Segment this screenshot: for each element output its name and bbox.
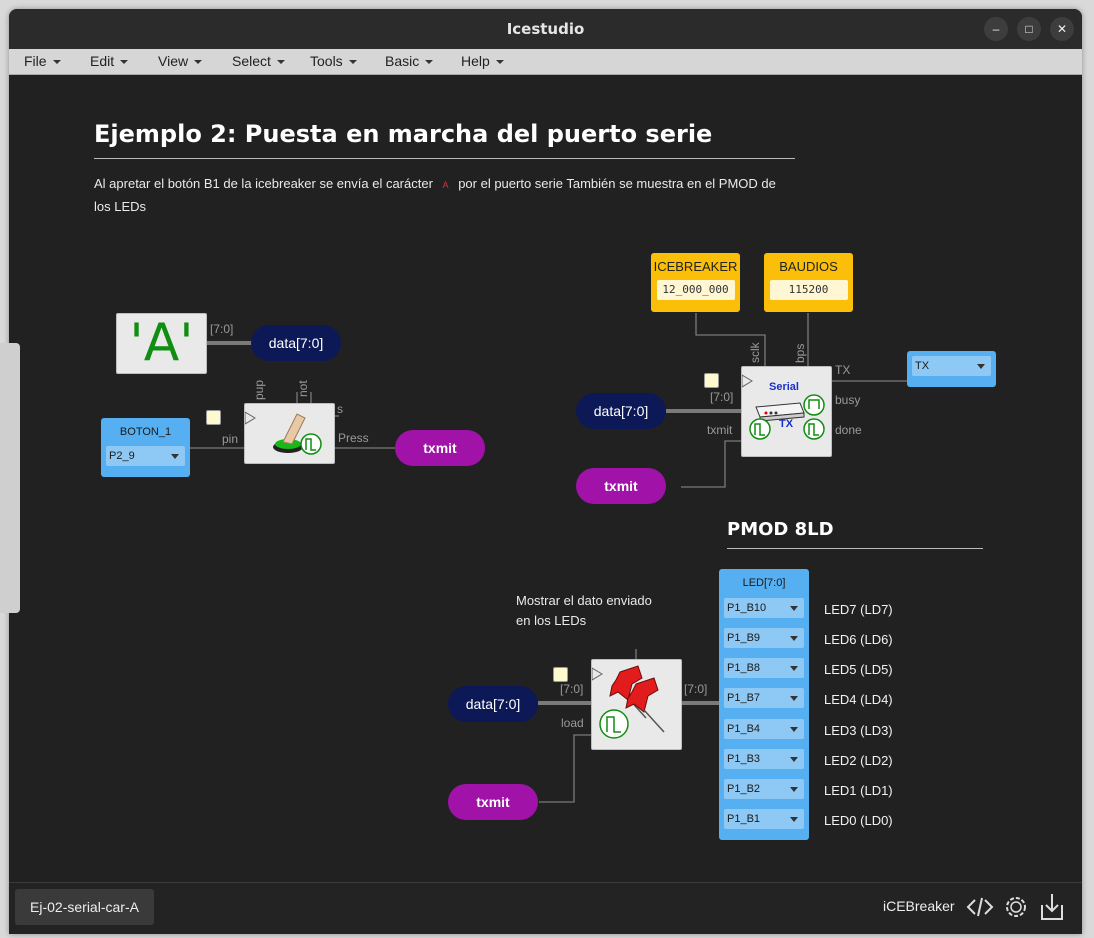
- register-note: Mostrar el dato enviado en los LEDs: [516, 591, 652, 631]
- serial-bus-label: [7:0]: [710, 390, 734, 404]
- serial-sclk-label: sclk: [748, 342, 762, 363]
- register-bus-out-label: [7:0]: [684, 682, 708, 696]
- pmod-underline: [727, 548, 983, 549]
- app-window: Icestudio – □ ✕ File Edit View Select To…: [9, 9, 1082, 934]
- button-block[interactable]: [244, 403, 335, 464]
- serial-bps-label: bps: [793, 343, 807, 363]
- page-title: Ejemplo 2: Puesta en marcha del puerto s…: [94, 120, 713, 148]
- title-underline: [94, 158, 795, 159]
- tx-output-block[interactable]: TX: [907, 351, 996, 387]
- serial-tx-title: TX: [779, 418, 794, 430]
- serial-done-label: done: [835, 423, 862, 437]
- button-pin-label: pin: [222, 432, 239, 446]
- menu-basic[interactable]: Basic: [385, 53, 433, 69]
- button-input-title: BOTON_1: [119, 426, 172, 438]
- menu-file[interactable]: File: [24, 53, 61, 69]
- serial-tx-block[interactable]: Serial TX: [741, 366, 832, 457]
- menu-view[interactable]: View: [158, 53, 202, 69]
- constant-baudios-name: BAUDIOS: [779, 259, 838, 274]
- description: Al apretar el botón B1 de la icebreaker …: [94, 173, 794, 217]
- design-canvas[interactable]: Ejemplo 2: Puesta en marcha del puerto s…: [9, 75, 1082, 882]
- led-label-3: LED3 (LD3): [824, 723, 893, 738]
- side-dock-panel[interactable]: [0, 343, 20, 613]
- button-not-label: not: [296, 380, 310, 397]
- code-icon[interactable]: [966, 893, 994, 921]
- description-line2: los LEDs: [94, 199, 147, 214]
- constant-icebreaker[interactable]: ICEBREAKER 12_000_000: [651, 253, 740, 312]
- pmod-box-title: LED[7:0]: [742, 577, 786, 589]
- maximize-icon[interactable]: □: [1017, 17, 1041, 41]
- led-label-2: LED2 (LD2): [824, 753, 893, 768]
- button-pin-select[interactable]: P2_9: [106, 446, 185, 466]
- description-text: Al apretar el botón B1 de la icebreaker …: [94, 176, 433, 191]
- pushpin-icon: [591, 665, 665, 739]
- menu-bar: File Edit View Select Tools Basic Help: [9, 49, 1082, 75]
- button-pup-label: pup: [252, 379, 266, 400]
- serial-busy-label: busy: [835, 393, 861, 407]
- minimize-icon[interactable]: –: [984, 17, 1008, 41]
- button-icon: [244, 411, 322, 455]
- tx-pin-select[interactable]: TX: [912, 356, 991, 376]
- wires-layer: [187, 313, 907, 803]
- data-label-3[interactable]: data[7:0]: [448, 686, 538, 722]
- txmit-label-2[interactable]: txmit: [576, 468, 666, 504]
- serial-clock-input[interactable]: [704, 373, 719, 388]
- description-text-2: por el puerto serie También se muestra e…: [458, 176, 776, 191]
- close-icon[interactable]: ✕: [1050, 17, 1074, 41]
- board-name[interactable]: iCEBreaker: [883, 898, 955, 914]
- led-label-5: LED5 (LD5): [824, 662, 893, 677]
- data-label-1[interactable]: data[7:0]: [251, 325, 341, 361]
- menu-help[interactable]: Help: [461, 53, 504, 69]
- constant-char-value: 'A': [129, 313, 194, 373]
- pmod-pin-select-7[interactable]: P1_B1: [724, 809, 804, 829]
- register-note-2: en los LEDs: [516, 613, 587, 628]
- constant-baudios-value[interactable]: 115200: [769, 280, 848, 300]
- button-input-block[interactable]: BOTON_1 P2_9: [101, 418, 190, 477]
- txmit-label-3[interactable]: txmit: [448, 784, 538, 820]
- window-title: Icestudio: [506, 20, 585, 38]
- constant-bus-label: [7:0]: [210, 322, 234, 336]
- status-bar: Ej-02-serial-car-A iCEBreaker: [9, 882, 1082, 934]
- pmod-led-output[interactable]: LED[7:0] P1_B10 P1_B9 P1_B8 P1_B7 P1_B4 …: [719, 569, 809, 840]
- pmod-pin-select-6[interactable]: P1_B2: [724, 779, 804, 799]
- menu-tools[interactable]: Tools: [310, 53, 357, 69]
- pmod-pin-select-0[interactable]: P1_B10: [724, 598, 804, 618]
- clock-input[interactable]: [206, 410, 221, 425]
- pmod-pin-select-5[interactable]: P1_B3: [724, 749, 804, 769]
- constant-icebreaker-name: ICEBREAKER: [653, 259, 738, 274]
- register-block[interactable]: [591, 659, 682, 750]
- pmod-pin-select-1[interactable]: P1_B9: [724, 628, 804, 648]
- register-load-label: load: [561, 716, 584, 730]
- pmod-pin-select-2[interactable]: P1_B8: [724, 658, 804, 678]
- led-label-6: LED6 (LD6): [824, 632, 893, 647]
- menu-edit[interactable]: Edit: [90, 53, 128, 69]
- settings-gear-icon[interactable]: [1002, 893, 1030, 921]
- description-char: A: [442, 180, 449, 190]
- pmod-title: PMOD 8LD: [727, 519, 834, 540]
- button-s-label: s: [337, 402, 343, 416]
- serial-tx-out-label: TX: [835, 363, 851, 377]
- constant-char-block[interactable]: 'A': [116, 313, 207, 374]
- txmit-label-1[interactable]: txmit: [395, 430, 485, 466]
- constant-baudios[interactable]: BAUDIOS 115200: [764, 253, 853, 312]
- led-label-1: LED1 (LD1): [824, 783, 893, 798]
- serial-txmit-label: txmit: [707, 423, 733, 437]
- serial-icon: [742, 374, 825, 440]
- serial-title: Serial: [769, 381, 799, 393]
- menu-select[interactable]: Select: [232, 53, 285, 69]
- data-label-2[interactable]: data[7:0]: [576, 393, 666, 429]
- title-bar: Icestudio – □ ✕: [9, 9, 1082, 49]
- led-label-4: LED4 (LD4): [824, 692, 893, 707]
- register-note-1: Mostrar el dato enviado: [516, 593, 652, 608]
- pmod-pin-select-3[interactable]: P1_B7: [724, 688, 804, 708]
- button-press-label: Press: [338, 431, 369, 445]
- led-label-7: LED7 (LD7): [824, 602, 893, 617]
- file-tab[interactable]: Ej-02-serial-car-A: [15, 889, 154, 925]
- register-clock-input[interactable]: [553, 667, 568, 682]
- constant-icebreaker-value[interactable]: 12_000_000: [656, 280, 735, 300]
- download-icon[interactable]: [1038, 891, 1066, 923]
- pmod-pin-select-4[interactable]: P1_B4: [724, 719, 804, 739]
- register-bus-in-label: [7:0]: [560, 682, 584, 696]
- led-label-0: LED0 (LD0): [824, 813, 893, 828]
